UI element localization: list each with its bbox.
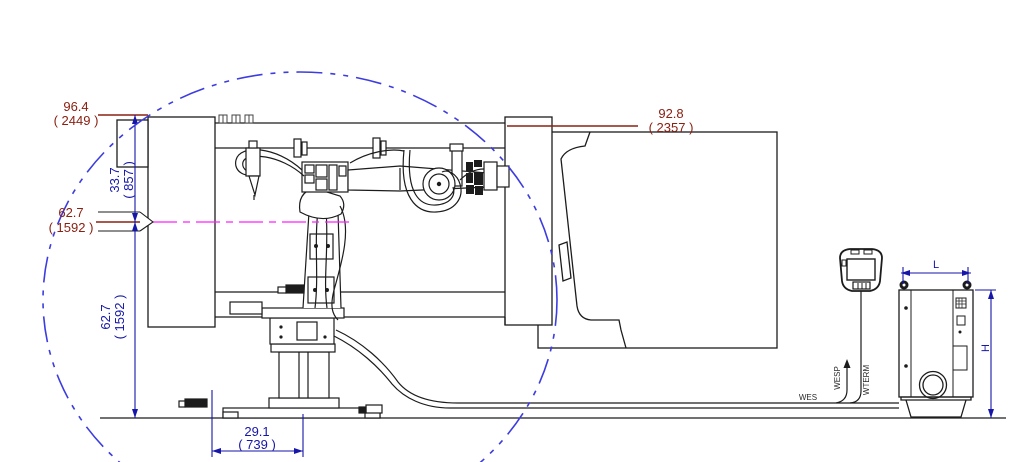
red-dimension-lines <box>96 114 638 223</box>
vent-grid <box>955 297 967 309</box>
blue-dimensions <box>134 115 996 457</box>
dim-upper-section-mm: ( 857 ) <box>121 161 136 199</box>
welding-torch <box>248 175 260 198</box>
wesp-cable <box>835 366 848 404</box>
rail-clamps <box>218 114 254 124</box>
dim-center-height-side-in: 62.7 <box>98 304 113 329</box>
fan-circle <box>918 370 948 400</box>
torch-bracket <box>245 147 261 177</box>
teach-pendant-screen <box>846 258 876 281</box>
dim-center-height-mm: ( 1592 ) <box>49 220 94 235</box>
dim-upper-section-in: 33.7 <box>107 167 122 192</box>
work-envelope-circle <box>42 71 558 462</box>
controller-width-label: L <box>933 259 939 271</box>
teach-pendant-body <box>839 248 883 292</box>
robot-dress-loop-right <box>402 149 462 213</box>
teach-pendant <box>839 248 883 404</box>
dimension-arrows <box>132 115 994 454</box>
wterm-label: WTERM <box>862 365 871 396</box>
dim-base-offset-in: 29.1 <box>244 424 269 439</box>
robot-wrist <box>483 161 498 191</box>
robot-pedestal-foot <box>268 397 340 409</box>
cable-risers <box>835 359 851 404</box>
dim-reach-mm: ( 2357 ) <box>649 120 694 135</box>
dim-total-height-mm: ( 2449 ) <box>54 113 99 128</box>
controller-plinth <box>900 396 972 401</box>
robot-motor-block <box>301 161 349 193</box>
wes-label: WES <box>799 393 817 402</box>
machine-slot <box>558 241 572 282</box>
robot-floor-cable <box>335 329 899 404</box>
robot-shoulder <box>298 187 345 220</box>
wire-feeder <box>466 160 483 195</box>
robot-baseplate <box>222 407 381 419</box>
dim-reach-in: 92.8 <box>658 106 683 121</box>
machine-profile-edge <box>560 131 627 349</box>
controller-cabinet <box>898 280 974 418</box>
teach-pendant-cable <box>849 291 862 404</box>
wesp-arrow <box>843 359 851 368</box>
dim-base-offset-mm: ( 739 ) <box>238 437 276 452</box>
robot <box>178 137 899 419</box>
front-column <box>504 116 553 326</box>
controller-height-label: H <box>980 344 992 352</box>
robot-pedestal <box>278 351 330 399</box>
dim-total-height-in: 96.4 <box>63 99 88 114</box>
dim-center-height-side-mm: ( 1592 ) <box>112 295 127 340</box>
wesp-label: WESP <box>833 366 842 390</box>
dim-center-height-in: 62.7 <box>58 205 83 220</box>
machine-outline <box>537 131 778 349</box>
